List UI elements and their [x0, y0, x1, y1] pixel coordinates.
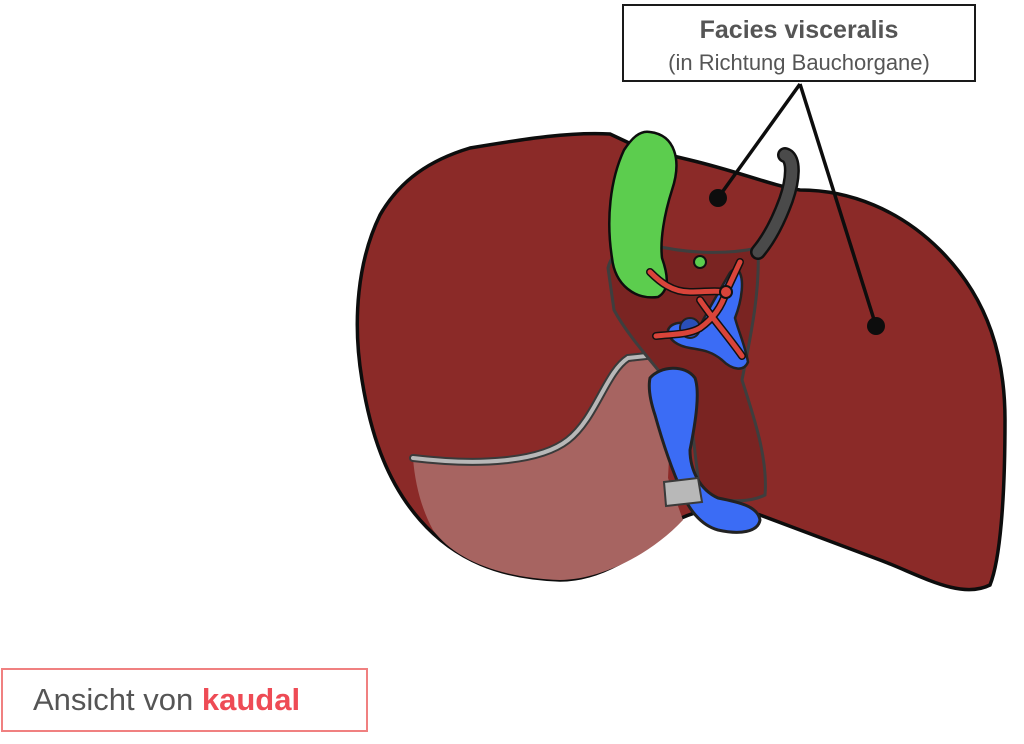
callout-title: Facies visceralis: [624, 16, 974, 45]
view-prefix: Ansicht von: [33, 682, 202, 717]
bile-duct-node: [694, 256, 706, 268]
callout-subtitle: (in Richtung Bauchorgane): [624, 50, 974, 76]
view-direction-label: Ansicht von kaudal: [1, 668, 368, 732]
callout-dot-left: [709, 189, 727, 207]
view-accent: kaudal: [202, 682, 300, 717]
vena-cava-band: [664, 478, 702, 506]
callout-dot-right: [867, 317, 885, 335]
hepatic-artery-node: [720, 286, 732, 298]
callout-label-box: Facies visceralis (in Richtung Bauchorga…: [622, 4, 976, 82]
